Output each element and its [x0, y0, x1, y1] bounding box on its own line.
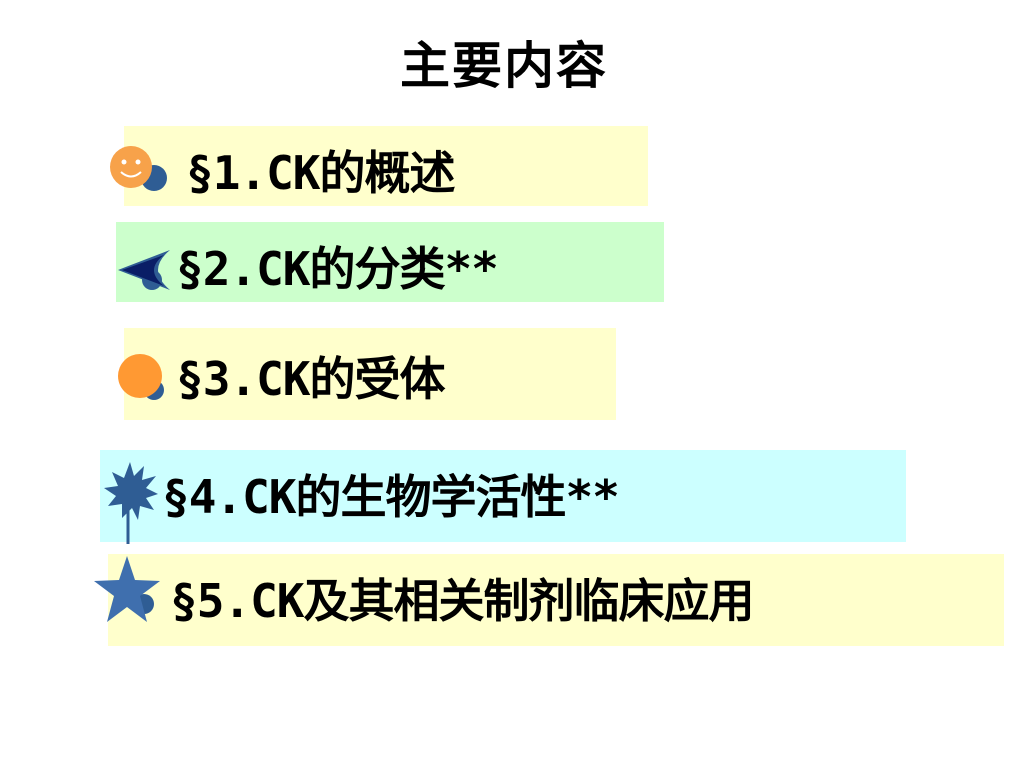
item-4-label: §4.CK的生物学活性**	[162, 470, 620, 524]
item-1-background	[124, 126, 648, 206]
item-4-background	[100, 450, 906, 542]
crescent-moon-icon	[118, 250, 170, 290]
item-2-label: §2.CK的分类**	[176, 242, 499, 296]
star-icon	[94, 556, 160, 622]
smiley-face-icon	[110, 146, 167, 191]
item-5-label: §5.CK及其相关制剂临床应用	[170, 574, 754, 628]
item-3-background	[124, 328, 616, 420]
item-1-label: §1.CK的概述	[186, 146, 455, 200]
item-5-background	[108, 554, 1004, 646]
starburst-icon	[104, 462, 158, 544]
item-3-label: §3.CK的受体	[176, 352, 445, 406]
orange-circle-icon	[118, 354, 164, 400]
slide-title: 主要内容	[400, 37, 608, 95]
item-2-background	[116, 222, 664, 302]
